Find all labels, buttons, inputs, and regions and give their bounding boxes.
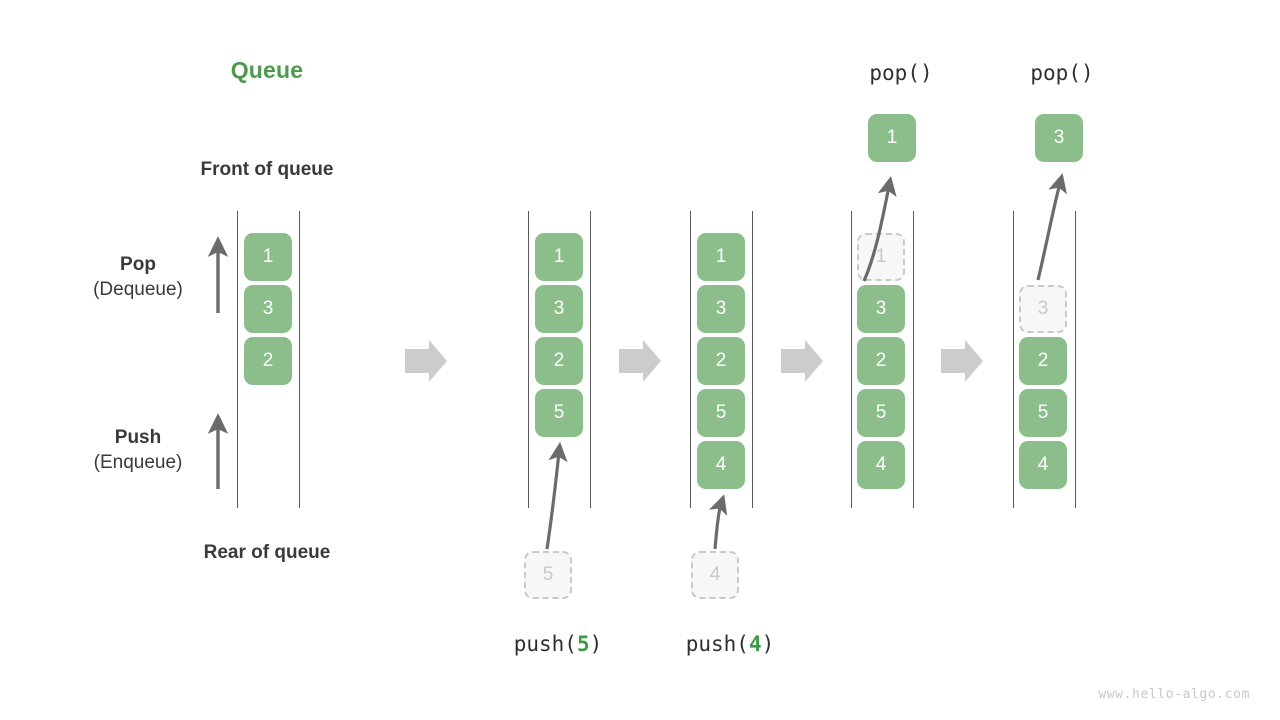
push-legend: Push (Enqueue) (38, 425, 238, 475)
queue-cell: 2 (1019, 337, 1067, 385)
push-move-arrow-icon (545, 441, 568, 550)
push-legend-subtitle: (Enqueue) (93, 452, 183, 474)
popped-cell: 1 (868, 114, 916, 162)
queue-rail-left-col5 (1013, 211, 1014, 508)
queue-cell: 2 (857, 337, 905, 385)
step-arrow-icon (941, 340, 983, 382)
queue-cell: 5 (697, 389, 745, 437)
pop-caption-col4: pop() (869, 61, 933, 85)
caption-number: 5 (576, 632, 590, 656)
queue-rail-left-col3 (690, 211, 691, 508)
incoming-ghost-cell: 5 (524, 551, 572, 599)
queue-rail-left-col1 (237, 211, 238, 508)
caption-prefix: push( (513, 632, 577, 656)
caption-prefix: push( (685, 632, 749, 656)
push-legend-title: Push (114, 427, 162, 448)
queue-cell: 4 (857, 441, 905, 489)
pop-legend-title: Pop (120, 254, 156, 275)
push-4-caption: push(4) (670, 632, 790, 656)
queue-rail-right-col1 (299, 211, 300, 508)
popped-cell: 3 (1035, 114, 1083, 162)
queue-cell: 1 (697, 233, 745, 281)
queue-cell: 4 (697, 441, 745, 489)
queue-cell: 2 (535, 337, 583, 385)
incoming-ghost-cell: 4 (691, 551, 739, 599)
queue-cell: 5 (1019, 389, 1067, 437)
queue-cell: 1 (857, 233, 905, 281)
queue-rail-right-col4 (913, 211, 914, 508)
queue-cell: 4 (1019, 441, 1067, 489)
front-of-queue-label: Front of queue (200, 159, 334, 180)
queue-rail-right-col5 (1075, 211, 1076, 508)
rear-of-queue-label: Rear of queue (203, 542, 331, 563)
queue-rail-left-col2 (528, 211, 529, 508)
pop-legend-subtitle: (Dequeue) (93, 279, 183, 301)
pop-caption-col5: pop() (1030, 61, 1094, 85)
queue-cell: 1 (535, 233, 583, 281)
caption-number: 4 (748, 632, 762, 656)
queue-rail-right-col2 (590, 211, 591, 508)
queue-rail-left-col4 (851, 211, 852, 508)
queue-cell: 2 (697, 337, 745, 385)
caption-suffix: ) (589, 632, 603, 656)
page-title: Queue (230, 57, 304, 83)
queue-cell: 5 (857, 389, 905, 437)
queue-cell: 5 (535, 389, 583, 437)
queue-cell: 3 (697, 285, 745, 333)
queue-cell: 3 (535, 285, 583, 333)
queue-cell: 3 (1019, 285, 1067, 333)
pop-legend: Pop (Dequeue) (38, 252, 238, 302)
queue-cell: 3 (857, 285, 905, 333)
pop-move-arrow-icon (1036, 173, 1067, 281)
queue-cell: 3 (244, 285, 292, 333)
caption-suffix: ) (761, 632, 775, 656)
queue-cell: 2 (244, 337, 292, 385)
push-move-arrow-icon (708, 494, 728, 550)
push-5-caption: push(5) (498, 632, 618, 656)
step-arrow-icon (405, 340, 447, 382)
step-arrow-icon (781, 340, 823, 382)
queue-cell: 1 (244, 233, 292, 281)
watermark: www.hello-algo.com (1098, 687, 1250, 702)
queue-rail-right-col3 (752, 211, 753, 508)
step-arrow-icon (619, 340, 661, 382)
